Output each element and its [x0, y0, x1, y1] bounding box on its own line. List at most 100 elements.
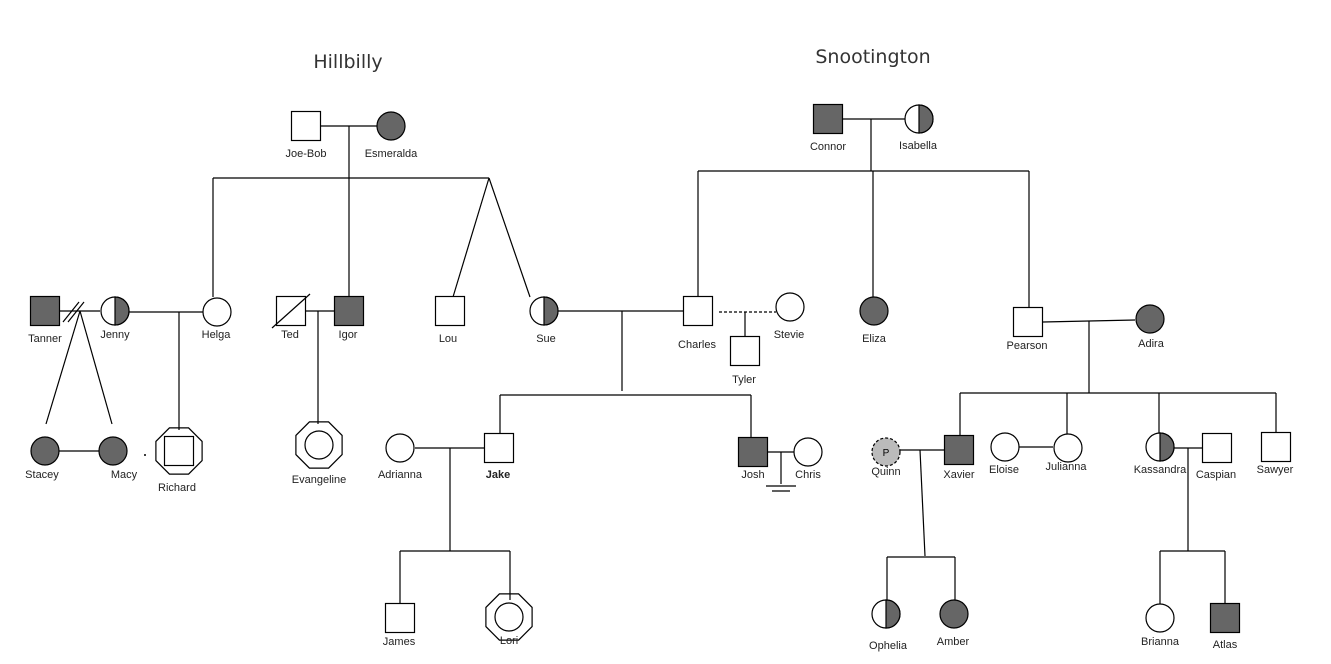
female-symbol-helga: [202, 297, 232, 327]
label-adrianna: Adrianna: [378, 469, 423, 481]
label-adira: Adira: [1138, 338, 1165, 350]
person-james: [384, 602, 416, 634]
person-sue: [529, 296, 559, 326]
person-isabella: [904, 104, 934, 134]
female-symbol-evangeline: [304, 430, 334, 460]
separation-mark: [62, 301, 80, 323]
person-quinn: P: [871, 437, 901, 467]
person-xavier: [943, 434, 975, 466]
person-evangeline: [295, 421, 343, 469]
person-helga: [202, 297, 232, 327]
person-tyler: [729, 335, 761, 367]
label-stacey: Stacey: [25, 469, 59, 481]
female-symbol-amber: [939, 599, 969, 629]
person-lou: [434, 295, 466, 327]
people: P: [29, 103, 1292, 641]
carrier-half-ophelia: [885, 599, 901, 629]
male-symbol-lou: [434, 295, 466, 327]
male-symbol-joe-bob: [290, 110, 322, 142]
pregnancy-mark-quinn: P: [883, 448, 890, 459]
female-symbol-esmeralda: [376, 111, 406, 141]
person-esmeralda: [376, 111, 406, 141]
female-symbol-eliza: [859, 296, 889, 326]
person-chris: [793, 437, 823, 467]
label-richard: Richard: [158, 482, 196, 494]
name-labels: Joe-Bob Esmeralda Tanner Jenny Helga Ted…: [25, 140, 1293, 652]
male-symbol-sawyer: [1260, 431, 1292, 463]
person-tanner: [29, 295, 61, 327]
female-symbol-eloise: [990, 432, 1020, 462]
label-connor: Connor: [810, 141, 846, 153]
line-to-macy: [79, 310, 113, 425]
deceased-slash-ted: [271, 293, 311, 329]
label-quinn: Quinn: [871, 466, 900, 478]
person-charles: [682, 295, 714, 327]
person-atlas: [1209, 602, 1241, 634]
label-sue: Sue: [536, 333, 556, 345]
person-macy: [98, 436, 128, 466]
male-symbol-caspian: [1201, 432, 1233, 464]
twin-line-sue: [488, 177, 531, 298]
person-ted: [271, 293, 311, 329]
label-chris: Chris: [795, 469, 821, 481]
person-stacey: [30, 436, 60, 466]
female-symbol-lori: [494, 602, 524, 632]
label-caspian: Caspian: [1196, 469, 1236, 481]
person-sawyer: [1260, 431, 1292, 463]
male-symbol-josh: [737, 436, 769, 468]
label-james: James: [383, 636, 416, 648]
person-richard: [155, 427, 203, 475]
label-tanner: Tanner: [28, 333, 62, 345]
label-josh: Josh: [741, 469, 764, 481]
label-macy: Macy: [111, 469, 138, 481]
family-title-snootington: Snootington: [815, 46, 930, 68]
male-symbol-igor: [333, 295, 365, 327]
separation-mark-2: [67, 301, 85, 323]
label-ophelia: Ophelia: [869, 640, 908, 652]
label-lou: Lou: [439, 333, 457, 345]
female-symbol-stevie: [775, 292, 805, 322]
adopted-brackets-evangeline: [295, 421, 343, 469]
label-isabella: Isabella: [899, 140, 938, 152]
label-igor: Igor: [339, 329, 358, 341]
label-stevie: Stevie: [774, 329, 805, 341]
family-title-hillbilly: Hillbilly: [313, 51, 382, 73]
label-kassandra: Kassandra: [1134, 464, 1187, 476]
female-symbol-stacey: [30, 436, 60, 466]
label-charles: Charles: [678, 339, 716, 351]
label-eliza: Eliza: [862, 333, 887, 345]
male-symbol-xavier: [943, 434, 975, 466]
carrier-half-jenny: [114, 296, 130, 326]
person-jake: [483, 432, 515, 464]
carrier-half-sue: [543, 296, 559, 326]
person-adira: [1135, 304, 1165, 334]
male-symbol-charles: [682, 295, 714, 327]
label-atlas: Atlas: [1213, 639, 1238, 651]
label-esmeralda: Esmeralda: [365, 148, 418, 160]
stray-dot: [144, 454, 146, 456]
label-xavier: Xavier: [943, 469, 975, 481]
label-evangeline: Evangeline: [292, 474, 346, 486]
label-jake: Jake: [486, 469, 510, 481]
female-symbol-julianna: [1053, 433, 1083, 463]
person-amber: [939, 599, 969, 629]
label-brianna: Brianna: [1141, 636, 1180, 648]
person-joe-bob: [290, 110, 322, 142]
person-lori: [485, 593, 533, 641]
male-symbol-tyler: [729, 335, 761, 367]
label-tyler: Tyler: [732, 374, 756, 386]
carrier-half-isabella: [918, 104, 934, 134]
male-symbol-tanner: [29, 295, 61, 327]
female-symbol-macy: [98, 436, 128, 466]
male-symbol-jake: [483, 432, 515, 464]
female-symbol-brianna: [1145, 603, 1175, 633]
person-igor: [333, 295, 365, 327]
label-eloise: Eloise: [989, 464, 1019, 476]
person-kassandra: [1145, 432, 1175, 462]
person-eloise: [990, 432, 1020, 462]
line-to-stacey: [45, 310, 81, 425]
label-lori: Lori: [500, 635, 518, 647]
twin-line-lou: [452, 177, 490, 298]
adopted-brackets-lori: [485, 593, 533, 641]
male-symbol-richard: [163, 435, 195, 467]
